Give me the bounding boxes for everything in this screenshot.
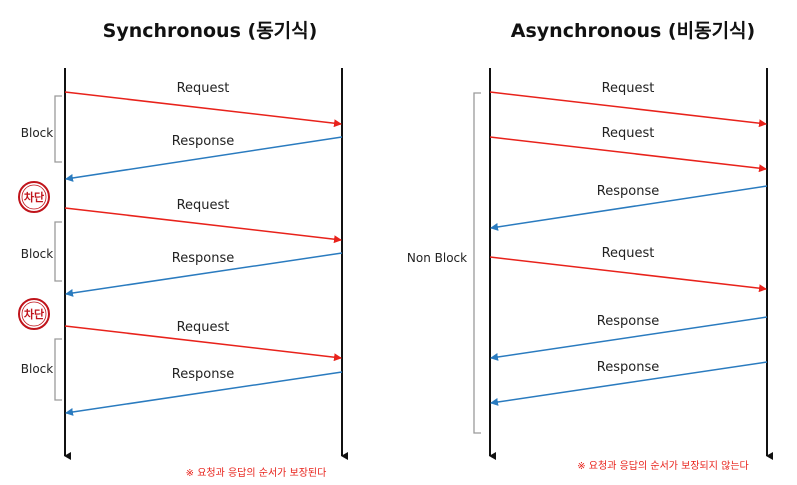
async-nonblock-label: Non Block bbox=[407, 251, 467, 265]
async-label-response-1: Response bbox=[597, 184, 659, 199]
async-label-request-1: Request bbox=[602, 81, 655, 96]
svg-text:차단: 차단 bbox=[24, 190, 44, 204]
async-label-request-2: Request bbox=[602, 126, 655, 141]
sync-title: Synchronous (동기식) bbox=[103, 20, 318, 42]
async-arrow-response-2 bbox=[490, 316, 768, 361]
svg-text:차단: 차단 bbox=[24, 307, 44, 321]
async-label-request-3: Request bbox=[602, 246, 655, 261]
async-title: Asynchronous (비동기식) bbox=[511, 20, 755, 42]
sync-arrow-request-2 bbox=[64, 207, 342, 244]
sync-label-request-3: Request bbox=[177, 320, 230, 335]
sync-block-label-3: Block bbox=[21, 362, 54, 376]
async-arrow-request-3 bbox=[489, 256, 767, 293]
sync-arrow-request-3 bbox=[64, 325, 342, 362]
async-nonblock-bracket bbox=[473, 92, 481, 434]
sync-label-request-2: Request bbox=[177, 198, 230, 213]
sync-label-response-2: Response bbox=[172, 251, 234, 266]
sync-label-response-3: Response bbox=[172, 367, 234, 382]
sync-arrow-request-1 bbox=[64, 91, 342, 128]
sync-note: ※ 요청과 응답의 순서가 보장된다 bbox=[186, 467, 327, 479]
sync-block-label-1: Block bbox=[21, 126, 54, 140]
sync-label-request-1: Request bbox=[177, 81, 230, 96]
sync-arrow-response-2 bbox=[65, 252, 343, 297]
sync-block-label-2: Block bbox=[21, 247, 54, 261]
async-arrow-request-2 bbox=[489, 136, 767, 173]
blocked-stamp-1: 차단 bbox=[18, 181, 50, 213]
async-panel: Asynchronous (비동기식) Request Request Resp… bbox=[407, 20, 773, 472]
async-arrow-request-1 bbox=[489, 91, 767, 128]
async-label-response-3: Response bbox=[597, 360, 659, 375]
sync-block-bracket-3 bbox=[54, 338, 62, 401]
blocked-stamp-2: 차단 bbox=[18, 298, 50, 330]
sync-block-bracket-2 bbox=[54, 221, 62, 282]
sync-arrow-response-3 bbox=[65, 371, 343, 416]
sync-block-bracket-1 bbox=[54, 95, 62, 163]
async-arrow-response-1 bbox=[490, 185, 768, 231]
sync-arrow-response-1 bbox=[65, 136, 343, 182]
async-label-response-2: Response bbox=[597, 314, 659, 329]
sync-panel: Synchronous (동기식) Request Response Reque… bbox=[18, 20, 348, 479]
async-arrow-response-3 bbox=[490, 361, 768, 406]
async-note: ※ 요청과 응답의 순서가 보장되지 않는다 bbox=[577, 460, 748, 472]
sync-label-response-1: Response bbox=[172, 134, 234, 149]
